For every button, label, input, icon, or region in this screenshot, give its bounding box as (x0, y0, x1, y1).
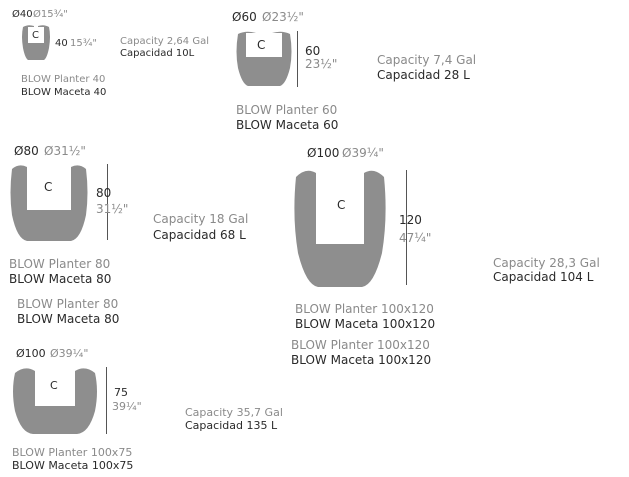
height-metric: 60 (305, 44, 321, 58)
height-imperial: 31½" (96, 202, 129, 216)
height-imperial: 47¼" (399, 231, 432, 245)
planter-60-icon (236, 31, 292, 86)
name-en-repeat: BLOW Planter 80 (17, 297, 119, 311)
cushion-mark: C (32, 30, 39, 41)
capacity-en: Capacity 35,7 Gal (185, 406, 283, 419)
name-en: BLOW Planter 60 (236, 103, 338, 117)
capacity-es: Capacidad 68 L (153, 228, 246, 242)
height-imperial: 39¼" (112, 400, 142, 413)
height-metric: 40 (55, 38, 68, 49)
name-en: BLOW Planter 100x120 (295, 302, 434, 316)
height-dimension-line (106, 367, 107, 434)
name-es-repeat: BLOW Maceta 100x120 (291, 353, 432, 367)
height-metric: 120 (399, 213, 422, 227)
diameter-metric: Ø40 (12, 9, 33, 20)
height-metric: 75 (114, 386, 128, 399)
name-en: BLOW Planter 40 (21, 74, 106, 85)
name-es-repeat: BLOW Maceta 80 (17, 312, 120, 326)
name-es: BLOW Maceta 60 (236, 118, 339, 132)
height-dimension-line (107, 164, 108, 240)
cushion-mark: C (337, 198, 346, 212)
planter-80-icon (10, 165, 88, 241)
name-es: BLOW Maceta 40 (21, 87, 107, 98)
diameter-imperial: Ø31½" (44, 144, 86, 158)
diameter-metric: Ø100 (16, 347, 46, 360)
capacity-en: Capacity 7,4 Gal (377, 53, 477, 67)
planter-100x75-icon (13, 368, 97, 434)
planter-100x120-icon (294, 170, 386, 287)
name-en: BLOW Planter 80 (9, 257, 111, 271)
diameter-imperial: Ø15¾" (33, 9, 68, 20)
height-imperial: 23½" (305, 57, 338, 71)
diameter-imperial: Ø23½" (262, 10, 304, 24)
diameter-metric: Ø60 (232, 10, 257, 24)
capacity-es: Capacidad 135 L (185, 419, 278, 432)
capacity-es: Capacidad 104 L (493, 270, 594, 284)
height-dimension-line (406, 170, 407, 285)
name-es: BLOW Maceta 100x120 (295, 317, 436, 331)
height-imperial: 15¾" (70, 38, 98, 49)
capacity-en: Capacity 18 Gal (153, 212, 249, 226)
name-en: BLOW Planter 100x75 (12, 446, 133, 459)
capacity-en: Capacity 28,3 Gal (493, 256, 600, 270)
name-es: BLOW Maceta 80 (9, 272, 112, 286)
capacity-en: Capacity 2,64 Gal (120, 36, 209, 47)
capacity-es: Capacidad 28 L (377, 68, 470, 82)
diameter-imperial: Ø39¼" (342, 146, 384, 160)
cushion-mark: C (257, 38, 266, 52)
cushion-mark: C (50, 379, 58, 392)
height-dimension-line (297, 31, 298, 87)
name-en-repeat: BLOW Planter 100x120 (291, 338, 430, 352)
planter-40-icon (22, 25, 50, 60)
capacity-es: Capacidad 10L (120, 48, 195, 59)
name-es: BLOW Maceta 100x75 (12, 459, 134, 472)
diameter-metric: Ø80 (14, 144, 39, 158)
height-metric: 80 (96, 186, 112, 200)
cushion-mark: C (44, 180, 53, 194)
diameter-metric: Ø100 (307, 146, 340, 160)
diameter-imperial: Ø39¼" (50, 347, 89, 360)
